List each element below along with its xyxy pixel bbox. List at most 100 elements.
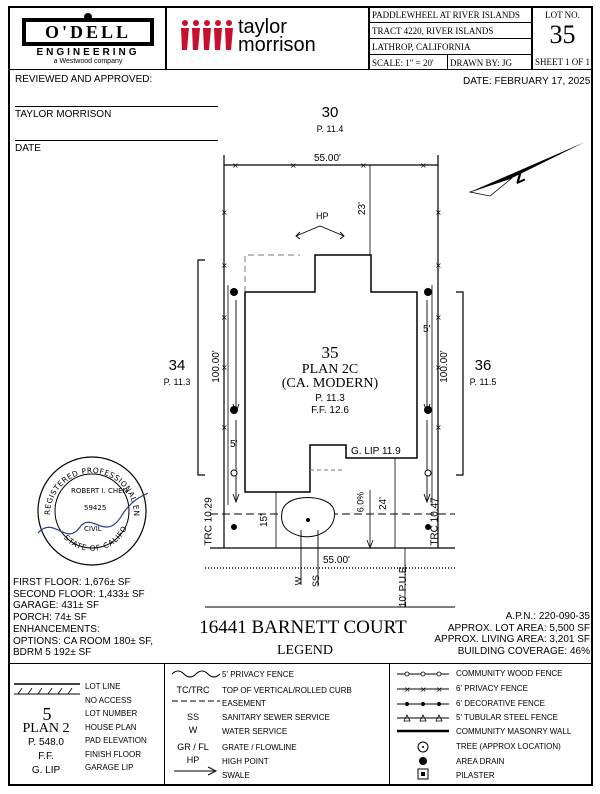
lot-30-number: 30: [321, 104, 339, 121]
svg-text:×: ×: [360, 161, 367, 170]
legend-left-labels: LOT LINE NO ACCESS LOT NUMBER HOUSE PLAN…: [85, 680, 147, 775]
summary-line: SECOND FLOOR: 1,433± SF: [13, 588, 145, 600]
legend-right-label: COMMUNITY WOOD FENCE: [456, 669, 563, 678]
high-point-label: HP: [316, 211, 329, 221]
legend-ss-symbol: SS: [186, 712, 199, 722]
summary-line: GARAGE: 431± SF: [13, 600, 100, 612]
legend-right-label: TREE (APPROX LOCATION): [456, 742, 561, 751]
side-setback-left: 5': [230, 439, 238, 450]
legend-item: LOT LINE: [85, 682, 121, 691]
parcel-coverage: BUILDING COVERAGE: 46%: [457, 645, 590, 657]
legend-grfl-symbol: GR / FL: [177, 742, 209, 752]
left-dimension-label: 100.00': [210, 350, 222, 383]
side-setback-right: 5': [423, 324, 431, 335]
lot-34-number: 34: [168, 357, 186, 374]
garage-setback-label: 24': [378, 496, 390, 511]
svg-text:59425: 59425: [84, 504, 106, 512]
legend-mid-label: HIGH POINT: [222, 757, 269, 766]
legend-right-label: COMMUNITY MASONRY WALL: [456, 727, 572, 736]
north-arrow-icon: Z: [468, 142, 585, 197]
legend-mid-label: EASEMENT: [222, 699, 267, 708]
pue-label: 10' P.U.E.: [398, 563, 410, 608]
summary-line: FIRST FLOOR: 1,676± SF: [13, 577, 131, 588]
legend-item: FINISH FLOOR: [85, 749, 142, 759]
taylor-morrison-logo: taylor morrison: [178, 16, 363, 58]
legend-mid-label: GRATE / FLOWLINE: [222, 743, 297, 752]
lot-number-label: LOT NO.: [545, 10, 580, 20]
tree-icon: [281, 497, 335, 538]
svg-text:×: ×: [221, 261, 228, 270]
approval-signature-line: [15, 106, 218, 107]
house-footprint: [244, 254, 418, 493]
svg-text:×: ×: [420, 161, 427, 170]
privacy-fence-marks: ×××× ××××× ×××××: [221, 161, 442, 432]
project-divider-2: [369, 38, 532, 39]
parcel-apn: A.P.N.: 220-090-35: [505, 611, 590, 622]
legend-item: LOT NUMBER: [85, 709, 138, 718]
right-lot-bracket: [456, 291, 464, 476]
summary-line: BDRM 5 192± SF: [13, 647, 92, 659]
svg-text:×: ×: [435, 261, 442, 270]
front-setback-label: 15': [259, 513, 271, 528]
legend-plan-symbol: PLAN 2: [22, 721, 70, 736]
area-drains: [230, 288, 432, 530]
parcel-info: A.P.N.: 220-090-35 APPROX. LOT AREA: 5,5…: [400, 611, 590, 657]
reviewed-label: REVIEWED AND APPROVED:: [15, 74, 153, 85]
project-city: LATHROP, CALIFORNIA: [372, 42, 471, 52]
house-lot-number: 35: [321, 343, 339, 362]
lot-36-number: 36: [474, 357, 492, 374]
sewer-service-label: SS: [311, 574, 322, 588]
legend-pad-symbol: P. 548.0: [28, 737, 64, 748]
legend-item: PAD ELEVATION: [85, 736, 147, 745]
lot-34-pad: P. 11.3: [163, 377, 191, 387]
svg-text:×: ×: [435, 423, 442, 432]
legend-mid-label: WATER SERVICE: [222, 727, 288, 736]
odell-logo-sub: ENGINEERING: [36, 47, 140, 58]
legend-glip-symbol: G. LIP: [31, 765, 61, 776]
legend-right-label: PILASTER: [456, 771, 495, 780]
legend-item: HOUSE PLAN: [85, 722, 137, 732]
lot-36-pad: P. 11.5: [469, 377, 497, 387]
logo-taylor-box: [166, 6, 369, 70]
rear-setback-label: 23': [357, 201, 369, 216]
project-divider-4: [447, 54, 448, 70]
svg-text:Z: Z: [512, 169, 528, 188]
svg-text:×: ×: [221, 313, 228, 322]
svg-text:CIVIL: CIVIL: [84, 525, 102, 533]
legend-right-label: 6' PRIVACY FENCE: [456, 684, 528, 693]
legend-mid-label: TOP OF VERTICAL/ROLLED CURB: [222, 686, 352, 695]
legend-tc-symbol: TC/TRC: [176, 685, 210, 695]
house-plan-style: (CA. MODERN): [281, 376, 379, 391]
legend-divider-1: [164, 663, 165, 786]
approval-date-line: [15, 140, 218, 141]
swale-arrows: [232, 225, 431, 504]
legend-item: NO ACCESS: [85, 695, 132, 705]
legend-right-label: AREA DRAIN: [456, 757, 505, 766]
left-lot-bracket: [197, 259, 205, 476]
legend-ff-symbol: F.F.: [38, 751, 54, 762]
house-pad-elevation: P. 11.3: [315, 393, 345, 404]
odell-logo-tag: a Westwood company: [53, 58, 123, 65]
odell-logo-graphic: [22, 13, 154, 46]
parcel-living-area: APPROX. LIVING AREA: 3,201 SF: [434, 634, 590, 645]
trc-left-label: TRC 10.29: [203, 497, 215, 546]
legend-right-label: 6' DECORATIVE FENCE: [456, 699, 545, 708]
bottom-dimension-label: 55.00': [323, 555, 350, 566]
summary-line: ENHANCEMENTS:: [13, 623, 100, 635]
taylor-morrison-word2: morrison: [238, 34, 316, 56]
legend-divider-2: [389, 663, 390, 786]
project-tract: TRACT 4220, RIVER ISLANDS: [372, 26, 494, 36]
legend-mid-label: SANITARY SEWER SERVICE: [222, 713, 330, 722]
lot-number-box: [532, 6, 593, 70]
trc-right-label: TRC 10.47: [429, 497, 441, 546]
svg-text:×: ×: [435, 363, 442, 372]
project-scale: SCALE: 1" = 20': [372, 58, 434, 68]
top-dimension-label: 55.00': [314, 153, 341, 164]
legend-mid-label: SWALE: [222, 771, 250, 780]
right-dimension-label: 100.00': [438, 350, 450, 383]
svg-text:×: ×: [435, 208, 442, 217]
svg-text:×: ×: [290, 161, 297, 170]
svg-text:×: ×: [221, 423, 228, 432]
house-finish-floor: F.F. 12.6: [311, 405, 349, 416]
